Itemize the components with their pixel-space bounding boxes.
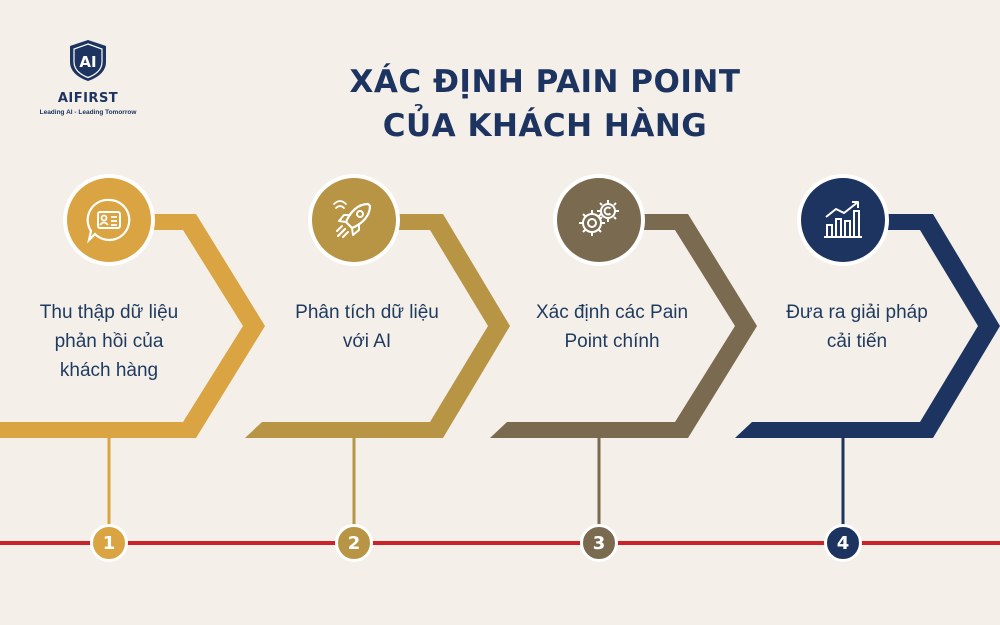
step-4-icon-circle [797, 174, 889, 266]
shield-logo-icon: AI [70, 40, 106, 81]
step-4-line-2: cải tiến [826, 331, 888, 352]
step-3-number-marker: 3 [580, 524, 618, 562]
step-2-number-marker: 2 [335, 524, 373, 562]
step-2-icon-circle [308, 174, 400, 266]
page-title: XÁC ĐỊNH PAIN POINT CỦA KHÁCH HÀNG [300, 60, 790, 148]
step-1-line-3: khách hàng [59, 360, 159, 381]
title-line-1: XÁC ĐỊNH PAIN POINT [349, 64, 741, 100]
step-3-line-2: Point chính [564, 331, 660, 352]
step-2-line-2: với AI [342, 331, 392, 352]
step-1-line-2: phản hồi của [54, 331, 164, 352]
brand-name: AIFIRST [57, 91, 119, 106]
step-3-icon-circle [553, 174, 645, 266]
step-2-label: Phân tích dữ liệu với AI [267, 298, 467, 356]
rocket-icon [333, 200, 372, 238]
step-1-icon-circle [63, 174, 155, 266]
step-2-line-1: Phân tích dữ liệu [295, 302, 439, 323]
step-3-label: Xác định các Pain Point chính [512, 298, 712, 356]
step-4-label: Đưa ra giải pháp cải tiến [757, 298, 957, 356]
brand-logo: AI AIFIRST Leading AI - Leading Tomorrow [28, 38, 148, 116]
step-4-number-marker: 4 [824, 524, 862, 562]
growth-chart-icon [824, 201, 862, 238]
logo-mark-text: AI [79, 53, 96, 71]
step-1-number-marker: 1 [90, 524, 128, 562]
step-3-line-1: Xác định các Pain [535, 302, 689, 323]
brand-tagline: Leading AI - Leading Tomorrow [39, 109, 137, 116]
step-1-label: Thu thập dữ liệu phản hồi của khách hàng [9, 298, 209, 385]
customer-feedback-icon [86, 198, 131, 244]
title-line-2: CỦA KHÁCH HÀNG [382, 108, 708, 144]
step-1-line-1: Thu thập dữ liệu [39, 302, 179, 323]
step-4-line-1: Đưa ra giải pháp [786, 302, 928, 323]
gears-icon [579, 200, 619, 236]
